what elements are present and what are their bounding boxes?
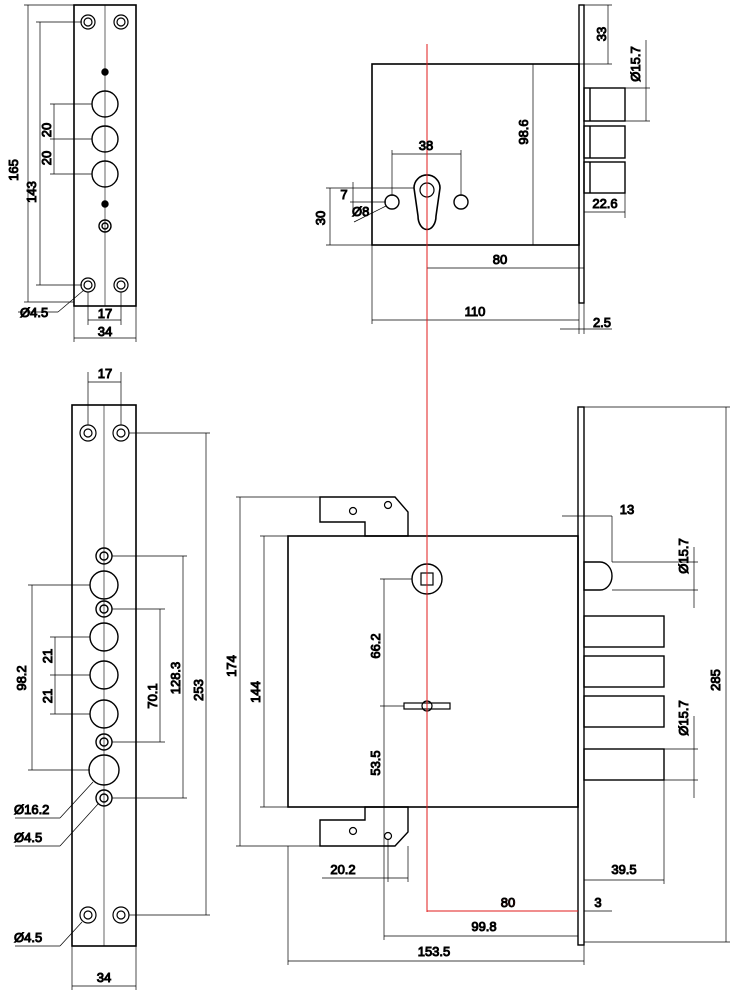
dim-label: Ø15.7: [676, 538, 691, 573]
front-view-bolts: [583, 615, 665, 781]
dim-label: 3: [594, 895, 601, 910]
dim-label: 253: [191, 679, 206, 701]
tab-hole: [383, 500, 393, 510]
faceplate-top: [18, 4, 137, 342]
dim-label: 21: [40, 649, 55, 663]
dim-label: 165: [6, 159, 21, 181]
dim-label: Ø4.5: [20, 305, 48, 320]
faceplate-bottom: [15, 372, 210, 990]
dim-label: 7: [340, 187, 347, 202]
dim-label: Ø15.7: [628, 46, 643, 81]
dim-label: 2.5: [593, 315, 611, 330]
tab-hole: [383, 831, 393, 841]
screw-hole-left: [384, 194, 400, 210]
dim-label: 98.2: [14, 665, 29, 690]
top-view-body: [371, 63, 580, 246]
dim-label: 70.1: [145, 683, 160, 708]
dim-label: 20.2: [330, 862, 355, 877]
dim-label: 20: [39, 151, 54, 165]
screw-hole-right: [453, 194, 469, 210]
dim-label: Ø4.5: [14, 930, 42, 945]
faceplate-bottom-dimensions: [15, 372, 210, 990]
dim-label: 144: [248, 681, 263, 703]
center-reference: [426, 44, 578, 912]
front-view: [236, 406, 730, 965]
dim-label: Ø8: [352, 204, 369, 219]
dim-label: Ø15.7: [676, 700, 691, 735]
dim-label: 30: [313, 211, 328, 225]
top-view-bolts: [583, 87, 626, 194]
front-view-bottom-tab: [319, 806, 409, 847]
faceplate-top-screw-holes: [80, 14, 129, 293]
dim-label: 153.5: [418, 944, 451, 959]
faceplate-bottom-screw-holes: [79, 424, 130, 924]
dim-label: 39.5: [611, 862, 636, 877]
dim-label: 143: [24, 181, 39, 203]
dim-label: 34: [97, 970, 111, 985]
dim-label: 53.5: [368, 750, 383, 775]
dim-label: 174: [224, 655, 239, 677]
front-view-faceplate: [577, 406, 585, 946]
dim-label-red: 80: [501, 895, 515, 910]
dim-label: 22.6: [592, 196, 617, 211]
dim-label: 21: [40, 689, 55, 703]
latch-bolt: [583, 561, 613, 591]
dim-label: 98.6: [516, 119, 531, 144]
dim-label: Ø4.5: [14, 830, 42, 845]
dim-label: 66.2: [368, 633, 383, 658]
top-view: [326, 4, 650, 334]
dim-label: 285: [708, 669, 723, 691]
dim-label: 34: [98, 324, 112, 339]
dim-label: 99.8: [471, 919, 496, 934]
dim-label: 128.3: [168, 662, 183, 695]
dim-label: 80: [493, 252, 507, 267]
dim-label: 33: [594, 27, 609, 41]
dim-label: 20: [39, 123, 54, 137]
top-view-dimensions: [326, 4, 650, 334]
faceplate-top-dimensions: [18, 4, 137, 342]
tab-hole: [348, 826, 358, 836]
dim-label: Ø16.2: [14, 802, 49, 817]
dim-label: 13: [620, 502, 634, 517]
dim-label: 17: [98, 366, 112, 381]
keyhole-cutout: [413, 174, 441, 231]
dim-label: 110: [465, 304, 486, 319]
dim-label: 17: [98, 306, 112, 321]
dim-label: 38: [419, 138, 433, 153]
tab-hole: [348, 506, 358, 516]
front-view-dimensions: [236, 406, 730, 965]
front-view-top-tab: [319, 496, 409, 537]
